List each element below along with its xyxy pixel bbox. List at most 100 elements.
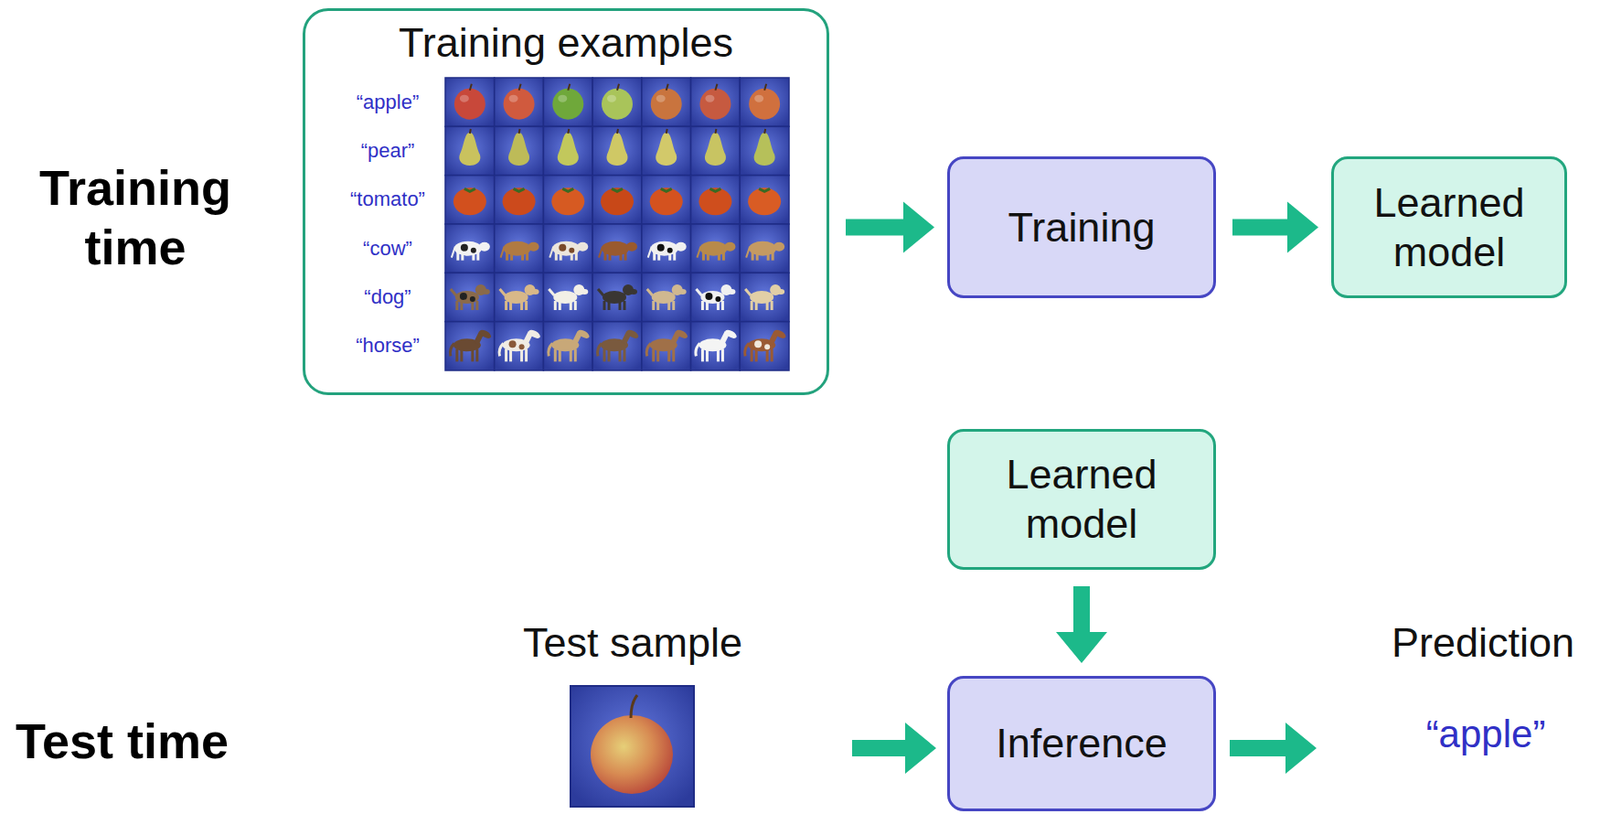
highlight (754, 95, 764, 103)
image-cell (445, 272, 495, 321)
animal-tail (646, 342, 651, 356)
apple-figure (503, 88, 535, 120)
apple-figure (590, 714, 673, 794)
tomato-leaves (611, 188, 623, 192)
image-background (543, 224, 593, 273)
class-label: “tomato” (350, 187, 426, 212)
block-arrow (845, 202, 935, 254)
animal-leg (504, 348, 508, 362)
animal-body (454, 241, 482, 256)
animal-body (749, 290, 774, 304)
process-box: Training (947, 156, 1216, 299)
image-cell (543, 224, 593, 273)
highlight (656, 95, 666, 103)
animal-tail (549, 246, 554, 258)
image-background (641, 272, 692, 321)
arrow-shaft (845, 219, 904, 236)
image-cell (691, 224, 741, 273)
animal-body (699, 241, 727, 256)
class-label: “cow” (362, 236, 413, 261)
image-background (592, 272, 642, 321)
animal-head (479, 242, 491, 252)
animal-leg (721, 348, 725, 362)
image-background (641, 126, 692, 175)
image-background (445, 77, 495, 127)
image-background (543, 272, 593, 321)
image-background (494, 175, 544, 224)
class-label: “pear” (361, 138, 416, 163)
animal-tail (647, 288, 653, 296)
apple-figure (454, 88, 486, 120)
animal-spot (667, 247, 673, 254)
highlight (557, 95, 567, 103)
animal-spot (470, 247, 477, 254)
image-background (691, 272, 741, 321)
tomato-leaves (513, 188, 525, 192)
animal-leg (455, 348, 459, 362)
animal-head (724, 328, 739, 341)
pear-stem (714, 128, 716, 134)
image-cell (543, 175, 593, 224)
apple-stem (714, 84, 717, 91)
animal-body (650, 241, 679, 256)
tomato-figure (698, 187, 732, 215)
image-cell (543, 272, 593, 321)
highlight (704, 95, 715, 103)
pear-stem (469, 128, 471, 134)
image-background (592, 77, 642, 127)
animal-spot (469, 296, 476, 302)
node-text: Learned model (964, 449, 1199, 549)
animal-body (602, 290, 627, 304)
animal-head (626, 242, 638, 252)
model-box: Learned model (947, 428, 1216, 570)
animal-spot (519, 343, 525, 350)
arrow-shaft (1073, 586, 1090, 632)
animal-head (576, 242, 588, 252)
image-cell (739, 175, 790, 224)
apple-figure (699, 88, 731, 120)
image-cell (739, 126, 790, 175)
animal-snout (679, 288, 687, 295)
animal-head (724, 242, 736, 252)
animal-tail (746, 246, 750, 258)
image-cell (494, 321, 544, 371)
animal-tail (696, 246, 701, 258)
animal-leg (455, 300, 459, 310)
image-background (691, 77, 741, 127)
apple-stem (764, 84, 767, 91)
animal-snout (629, 288, 638, 295)
animal-tail (597, 342, 603, 356)
pear-figure (508, 132, 530, 166)
node-text: Learned model (1348, 178, 1550, 278)
block-arrow (1232, 202, 1319, 254)
animal-tail (745, 342, 750, 356)
animal-tail (501, 246, 505, 258)
animal-leg (672, 300, 675, 310)
animal-leg (701, 348, 704, 362)
image-background (592, 175, 642, 224)
animal-head (527, 328, 543, 341)
block-arrow (1056, 586, 1108, 663)
image-cell (445, 224, 495, 273)
animal-leg (750, 348, 754, 362)
animal-body (553, 290, 577, 304)
animal-spot (459, 292, 468, 300)
pear-stem (666, 128, 668, 134)
image-background (494, 126, 544, 175)
image-background (691, 321, 741, 371)
animal-tail (597, 288, 604, 296)
animal-head (674, 328, 690, 341)
apple-stem (617, 84, 619, 91)
image-cell (641, 77, 692, 127)
image-background (641, 224, 692, 273)
image-cell (691, 77, 741, 127)
animal-tail (450, 288, 457, 296)
animal-leg (651, 348, 655, 362)
apple-figure (748, 88, 780, 120)
animal-leg (672, 348, 675, 362)
tomato-figure (600, 187, 634, 215)
animal-tail (695, 342, 701, 356)
image-cell (445, 126, 495, 175)
animal-head (576, 328, 591, 341)
animal-leg (603, 348, 607, 362)
